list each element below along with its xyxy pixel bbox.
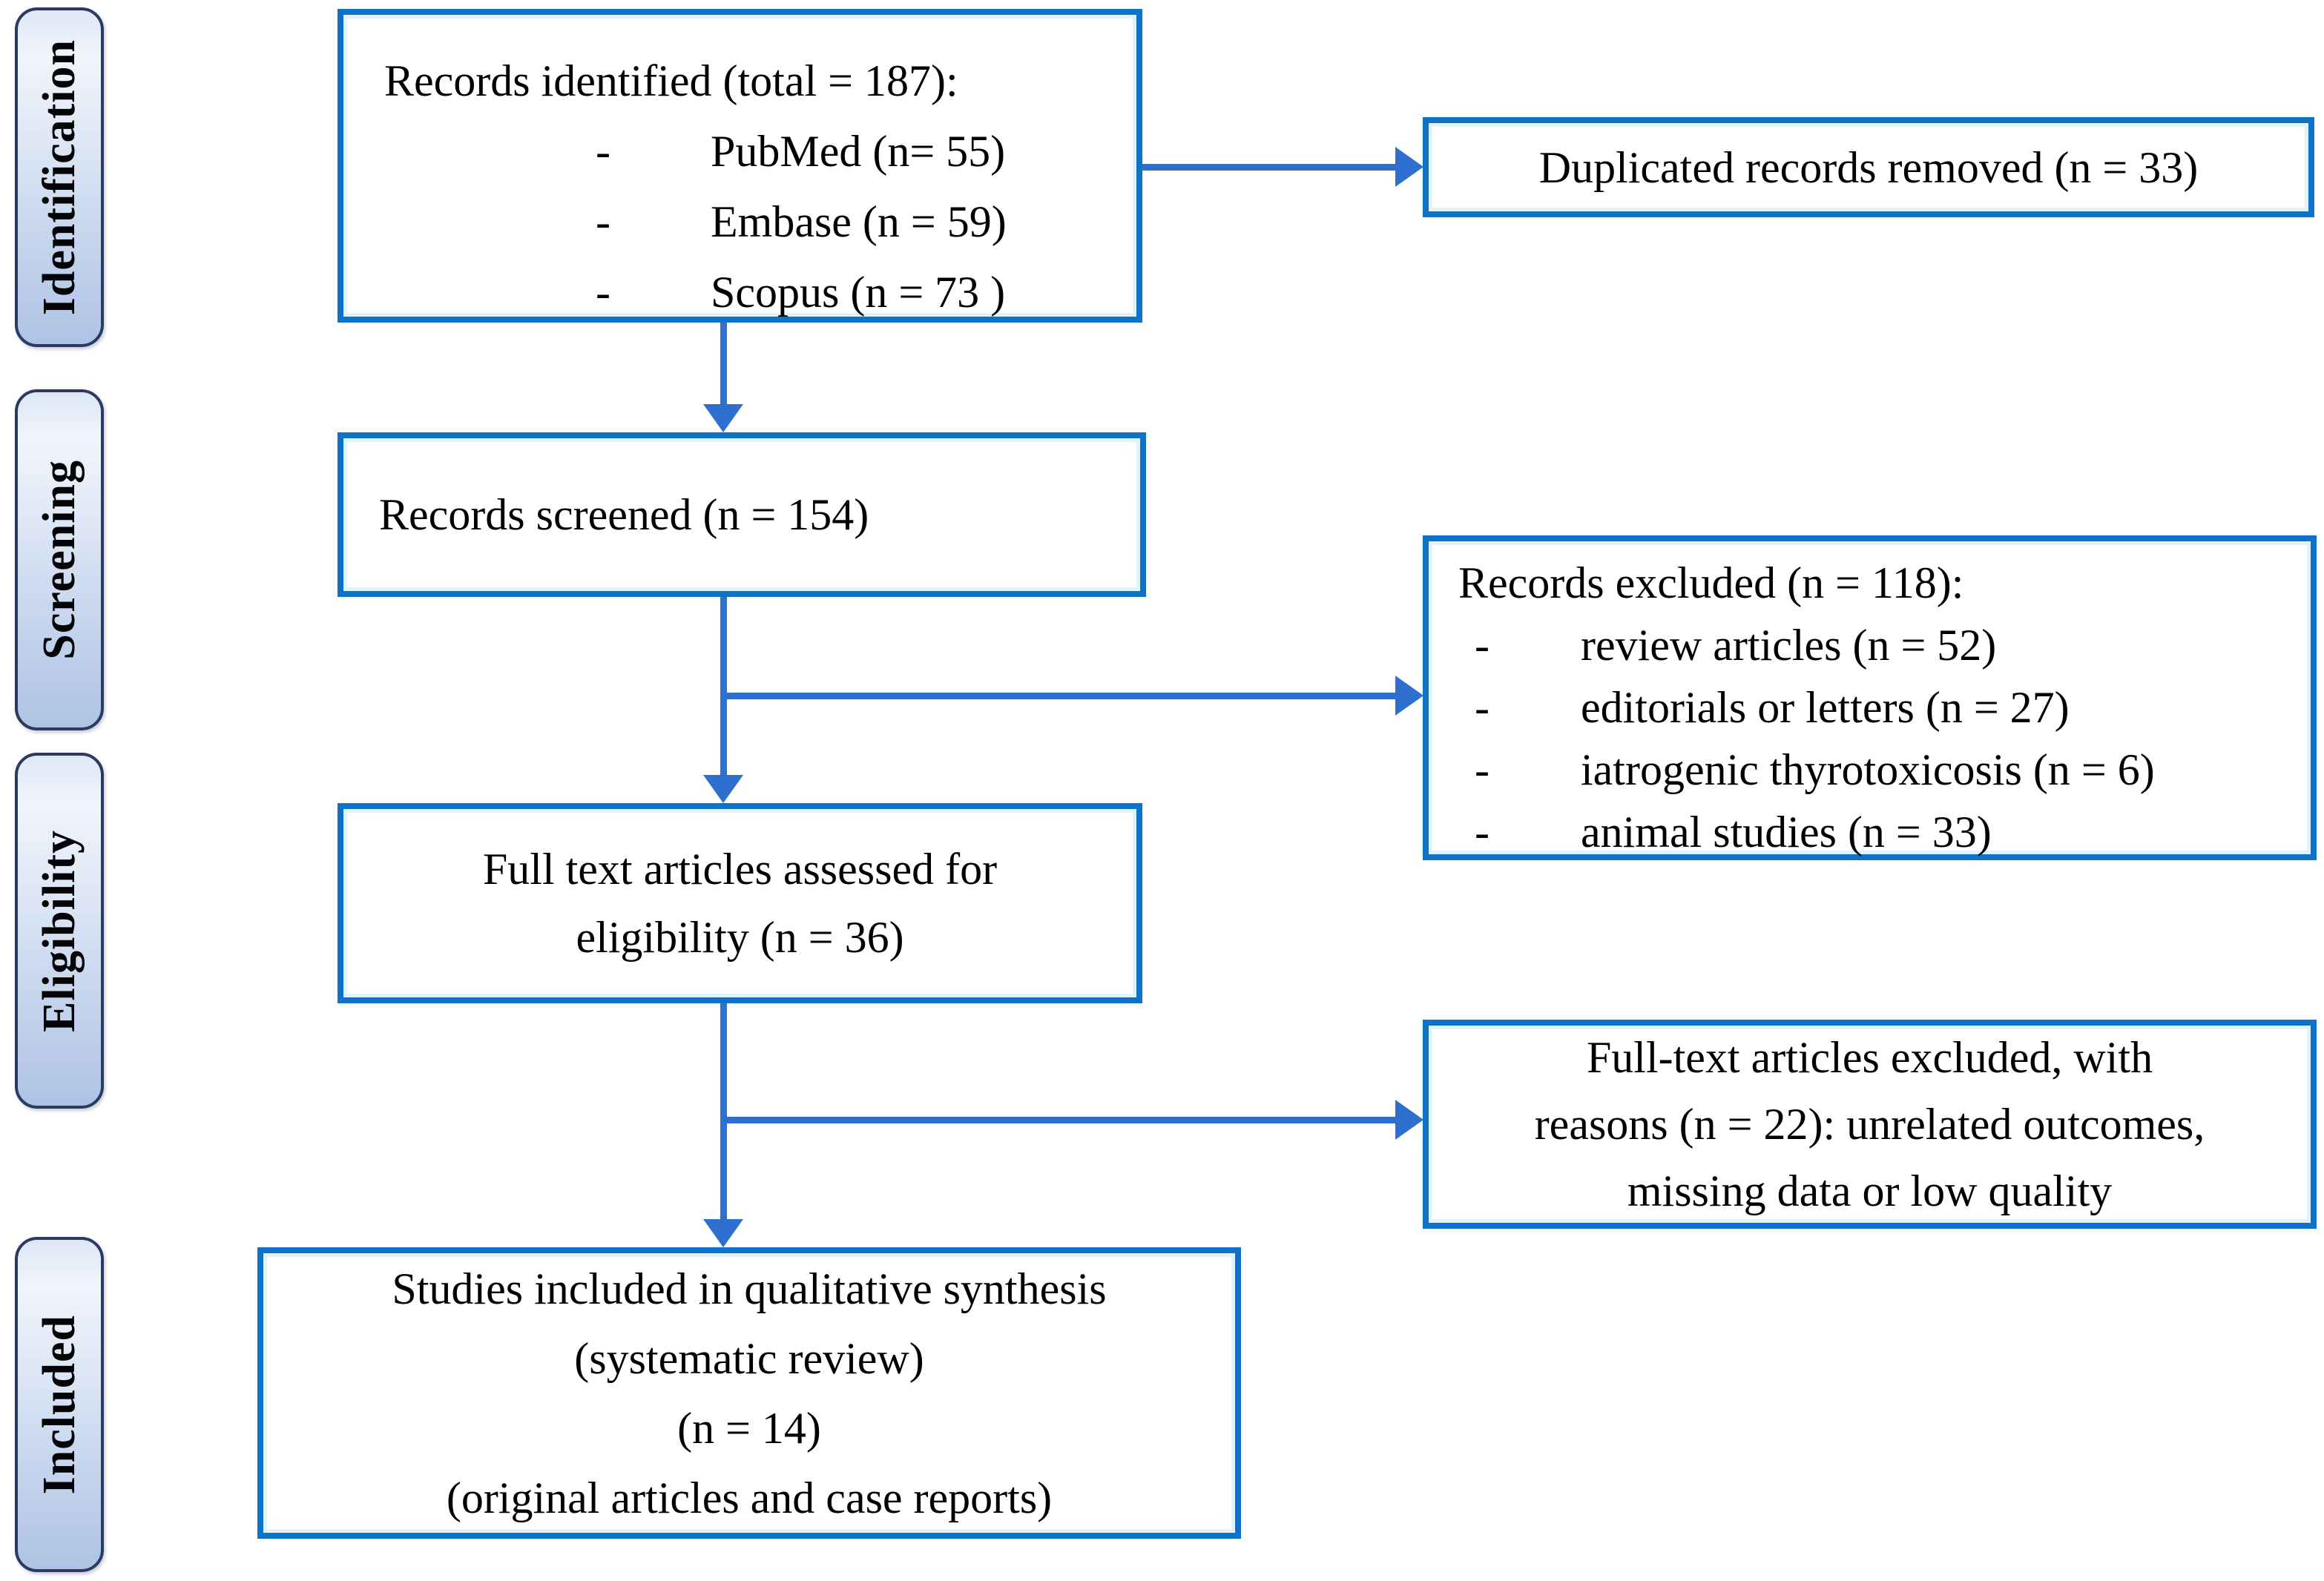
arrow-right-icon bbox=[1395, 676, 1423, 716]
records-identified-item-pubmed: - PubMed (n= 55) bbox=[343, 116, 1136, 187]
records-screened-text: Records screened (n = 154) bbox=[379, 490, 869, 539]
arrow-right-icon bbox=[1395, 147, 1423, 187]
bullet-dash: - bbox=[1475, 683, 1489, 732]
records-excluded-item-iatrogenic-text: iatrogenic thyrotoxicosis (n = 6) bbox=[1581, 745, 2155, 794]
records-excluded-item-reviews-text: review articles (n = 52) bbox=[1581, 621, 1997, 670]
records-excluded-item-editorials: - editorials or letters (n = 27) bbox=[1429, 676, 2311, 739]
stage-box-screening: Screening bbox=[15, 389, 104, 730]
stage-box-included: Included bbox=[15, 1237, 104, 1572]
records-excluded-item-iatrogenic: - iatrogenic thyrotoxicosis (n = 6) bbox=[1429, 739, 2311, 801]
bullet-dash: - bbox=[1475, 745, 1489, 794]
records-identified-item-pubmed-text: PubMed (n= 55) bbox=[711, 127, 1006, 176]
fulltext-excluded-line-2: reasons (n = 22): unrelated outcomes, bbox=[1534, 1100, 2205, 1149]
arrow-screened-to-excluded-line bbox=[720, 693, 1397, 699]
arrow-screened-to-assessed-line bbox=[720, 597, 727, 776]
box-records-identified: Records identified (total = 187): - PubM… bbox=[338, 9, 1142, 323]
stage-label-identification: Identification bbox=[33, 39, 85, 316]
box-fulltext-assessed: Full text articles assessed for eligibil… bbox=[338, 803, 1142, 1003]
studies-included-line-1: Studies included in qualitative synthesi… bbox=[392, 1264, 1107, 1313]
bullet-dash: - bbox=[596, 197, 610, 246]
arrow-assessed-to-included-line bbox=[720, 1003, 727, 1221]
bullet-dash: - bbox=[1475, 621, 1489, 670]
records-excluded-item-editorials-text: editorials or letters (n = 27) bbox=[1581, 683, 2070, 732]
arrow-identified-to-duplicates-line bbox=[1142, 164, 1398, 171]
fulltext-assessed-line-2: eligibility (n = 36) bbox=[576, 913, 904, 962]
records-identified-item-embase: - Embase (n = 59) bbox=[343, 187, 1136, 257]
stage-label-eligibility: Eligibility bbox=[33, 829, 85, 1032]
stage-box-eligibility: Eligibility bbox=[15, 753, 104, 1109]
studies-included-line-2: (systematic review) bbox=[574, 1333, 924, 1383]
fulltext-excluded-line-3: missing data or low quality bbox=[1627, 1166, 2113, 1215]
records-identified-item-embase-text: Embase (n = 59) bbox=[711, 197, 1007, 246]
studies-included-line-3: (n = 14) bbox=[677, 1403, 821, 1453]
arrow-down-icon bbox=[703, 404, 743, 432]
records-excluded-item-animal-text: animal studies (n = 33) bbox=[1581, 808, 1992, 856]
records-excluded-item-animal: - animal studies (n = 33) bbox=[1429, 801, 2311, 863]
fulltext-assessed-line-1: Full text articles assessed for bbox=[482, 845, 998, 894]
bullet-dash: - bbox=[1475, 808, 1489, 856]
duplicates-removed-text: Duplicated records removed (n = 33) bbox=[1538, 142, 2199, 192]
arrow-assessed-to-excluded-line bbox=[720, 1117, 1397, 1123]
stage-label-screening: Screening bbox=[33, 460, 85, 660]
stage-box-identification: Identification bbox=[15, 7, 104, 347]
arrow-down-icon bbox=[703, 1219, 743, 1247]
records-excluded-item-reviews: - review articles (n = 52) bbox=[1429, 614, 2311, 676]
arrow-right-icon bbox=[1395, 1100, 1423, 1140]
box-records-excluded: Records excluded (n = 118): - review art… bbox=[1423, 535, 2317, 860]
stage-label-included: Included bbox=[33, 1314, 85, 1495]
box-duplicates-removed: Duplicated records removed (n = 33) bbox=[1423, 117, 2314, 217]
box-studies-included: Studies included in qualitative synthesi… bbox=[257, 1247, 1241, 1539]
arrow-identified-to-screened-line bbox=[720, 323, 727, 406]
records-identified-item-scopus-text: Scopus (n = 73 ) bbox=[711, 268, 1006, 317]
fulltext-excluded-line-1: Full-text articles excluded, with bbox=[1586, 1033, 2153, 1082]
bullet-dash: - bbox=[596, 127, 610, 176]
arrow-down-icon bbox=[703, 775, 743, 803]
records-excluded-title: Records excluded (n = 118): bbox=[1458, 558, 1964, 607]
records-identified-title: Records identified (total = 187): bbox=[384, 56, 958, 105]
records-identified-item-scopus: - Scopus (n = 73 ) bbox=[343, 257, 1136, 328]
box-fulltext-excluded: Full-text articles excluded, with reason… bbox=[1423, 1020, 2317, 1229]
studies-included-line-4: (original articles and case reports) bbox=[446, 1473, 1053, 1522]
bullet-dash: - bbox=[596, 268, 610, 317]
box-records-screened: Records screened (n = 154) bbox=[338, 432, 1146, 597]
